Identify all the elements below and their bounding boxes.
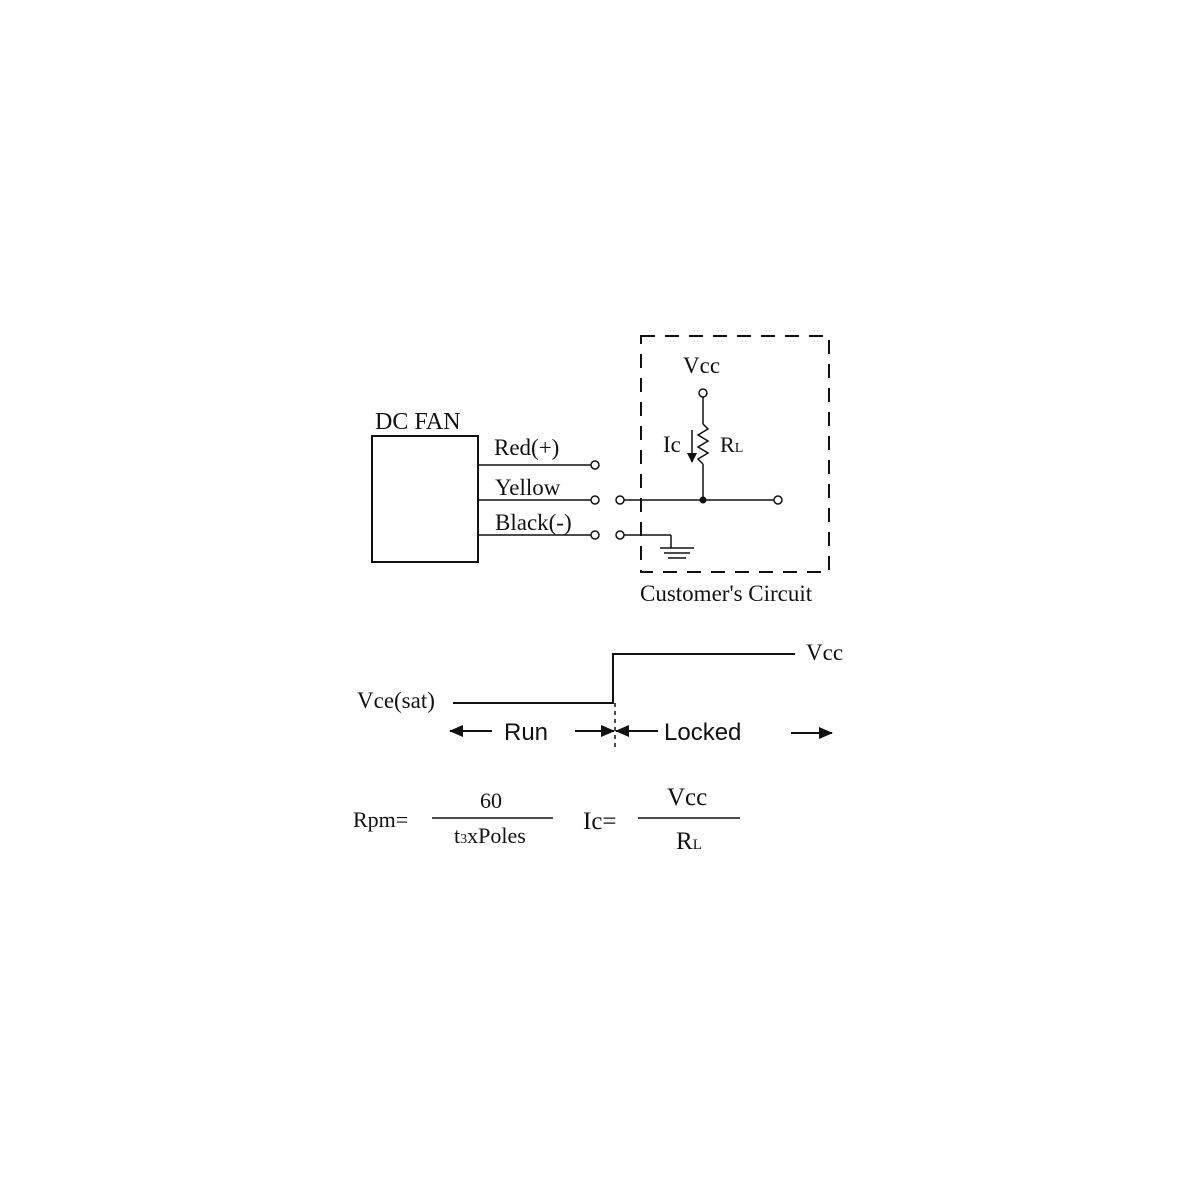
junction-dot xyxy=(699,496,707,504)
run-label: Run xyxy=(504,719,548,746)
wire-yellow-label: Yellow xyxy=(495,475,561,500)
rpm-denominator: t3xPoles xyxy=(454,823,526,848)
resistor-rl xyxy=(696,423,710,465)
waveform-low-label: Vce(sat) xyxy=(357,688,435,713)
ground-icon xyxy=(660,547,694,559)
waveform-high-label: Vcc xyxy=(806,640,843,665)
ic-denominator: RL xyxy=(676,828,702,855)
customer-circuit: Vcc Ic RL Customer's Circuit xyxy=(615,335,830,606)
locked-label: Locked xyxy=(664,719,741,746)
rpm-lhs: Rpm= xyxy=(353,807,408,832)
wire-red-label: Red(+) xyxy=(494,435,559,460)
waveform: Vce(sat) Vcc Run Locked xyxy=(357,640,843,748)
rpm-numerator: 60 xyxy=(480,788,502,813)
dc-fan-block: DC FAN xyxy=(371,409,479,563)
ic-numerator: Vcc xyxy=(667,784,707,811)
rpm-formula: Rpm= 60 t3xPoles xyxy=(353,788,553,848)
waveform-trace xyxy=(453,653,795,704)
vcc-terminal-label: Vcc xyxy=(683,353,720,378)
wire-black-label: Black(-) xyxy=(495,510,572,535)
ic-formula: Ic= Vcc RL xyxy=(583,784,740,855)
rl-label: RL xyxy=(720,432,743,457)
dc-fan-label: DC FAN xyxy=(375,409,461,435)
ic-label: Ic xyxy=(663,432,681,457)
customer-circuit-label: Customer's Circuit xyxy=(640,581,813,606)
fan-wires: Red(+) Yellow Black(-) xyxy=(478,435,600,540)
ic-lhs: Ic= xyxy=(583,808,617,835)
